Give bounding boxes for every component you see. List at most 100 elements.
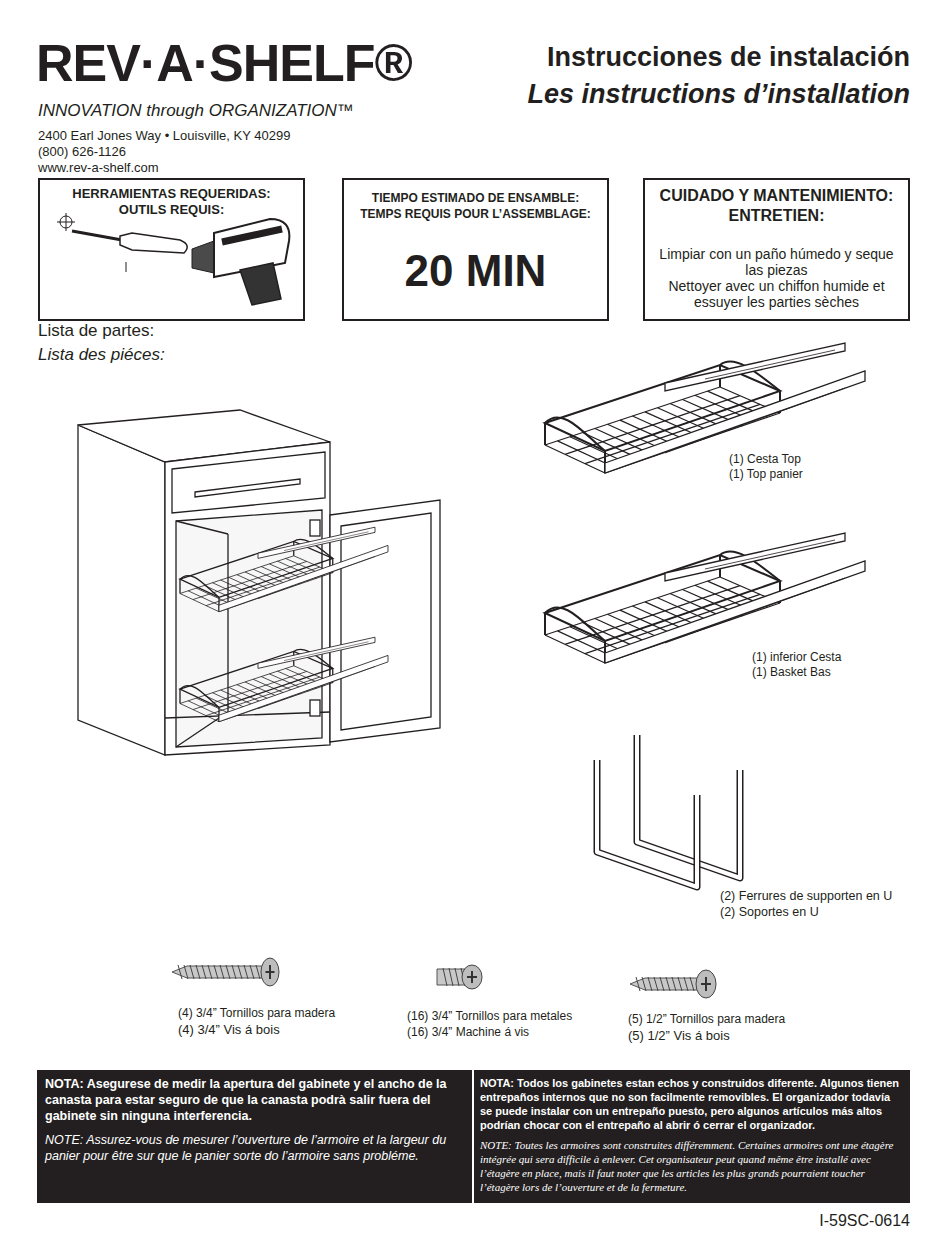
screw-thread [256, 965, 260, 979]
screw-thread [648, 977, 652, 991]
drill-stripe [222, 229, 282, 242]
node-text: Nettoyer avec un chiffon humide et essuy… [655, 278, 898, 310]
basket-slide [605, 371, 865, 473]
wire-basket [180, 527, 388, 612]
screw [630, 970, 716, 998]
screw-thread [184, 965, 188, 979]
screw-thread [220, 965, 224, 979]
screw-thread [654, 977, 658, 991]
document-number: I-59SC-0614 [819, 1212, 910, 1230]
screw-thread [678, 977, 682, 991]
screw-thread [684, 977, 688, 991]
screws [172, 958, 716, 998]
section-heading: Lista de partes: [38, 321, 154, 341]
part-name: (16) 3/4” Machine á vis [407, 1025, 529, 1039]
address: 2400 Earl Jones Way • Louisville, KY 402… [38, 128, 290, 143]
screw-thread [214, 965, 218, 979]
screw [172, 958, 279, 986]
part-name: (1) inferior Cesta [752, 650, 841, 664]
node-text: NOTE: Assurez-vous de mesurer l’ouvertur… [45, 1132, 464, 1164]
screw-head [462, 965, 482, 989]
drill-chuck [192, 241, 214, 273]
part-name: (1) Top panier [729, 467, 803, 481]
part-name: (16) 3/4” Tornillos para metales [407, 1009, 572, 1023]
screw-thread [672, 977, 676, 991]
screw-slot [705, 977, 707, 991]
basket-handle [180, 686, 219, 708]
screw-shaft [172, 966, 264, 978]
screwdriver [57, 213, 187, 272]
basket-rim [180, 542, 333, 598]
basket-post [544, 423, 546, 445]
basket-slide [219, 545, 388, 611]
slide-detail [284, 642, 369, 661]
screw-thread [449, 968, 453, 986]
power-drill [192, 219, 289, 305]
node-text: NOTA: Todos los gabinetes estan echos y … [480, 1076, 904, 1132]
node-text: Limpiar con un paño húmedo y seque las p… [655, 246, 898, 278]
basket-slide [258, 637, 375, 668]
screw-head [261, 958, 279, 986]
drawer-front [172, 452, 325, 513]
screw-head [696, 970, 716, 998]
phone: (800) 626-1126 [38, 144, 126, 159]
screw-thread [208, 965, 212, 979]
wire-basket [180, 637, 388, 722]
screw-shaft [437, 969, 465, 985]
u-bracket [637, 735, 740, 878]
part-name: (4) 3/4” Vis á bois [178, 1022, 280, 1037]
node-text: CUIDADO Y MANTENIMIENTO: [655, 186, 898, 206]
time-box: TIEMPO ESTIMADO DE ENSAMBLE:TEMPS REQUIS… [342, 178, 609, 321]
wire-basket [545, 533, 865, 663]
part-name: (2) Soportes en U [720, 905, 819, 919]
part-name: (2) Ferrures de supporten en U [720, 889, 892, 903]
screw-thread [196, 965, 200, 979]
hinge [310, 520, 320, 536]
basket-rim [180, 652, 333, 708]
basket-post [544, 613, 546, 635]
part-name: (5) 1/2” Tornillos para madera [628, 1012, 785, 1026]
basket-handle [545, 417, 605, 451]
slide-detail [258, 556, 375, 598]
basket-wire [206, 677, 320, 716]
tick [126, 262, 127, 272]
drawer-handle [195, 479, 300, 497]
screw-thread [244, 965, 248, 979]
basket-slide [665, 343, 845, 391]
screw-slot [471, 971, 473, 983]
basket-handle [180, 576, 219, 598]
screwdriver-handle [120, 233, 187, 253]
node-text: TIEMPO ESTIMADO DE ENSAMBLE: [348, 190, 603, 206]
note-band: NOTA: Todos los gabinetes estan echos y … [472, 1070, 910, 1203]
basket-wire [585, 594, 760, 653]
u-bracket [637, 735, 740, 878]
website: www.rev-a-shelf.com [38, 160, 159, 175]
care-box: CUIDADO Y MANTENIMIENTO:ENTRETIEN: Limpia… [643, 178, 910, 321]
screw-thread [636, 977, 640, 991]
slide-detail [665, 578, 845, 643]
door-panel [341, 513, 431, 730]
cabinet-interior [227, 534, 228, 712]
cabinet-side [78, 425, 165, 755]
basket-slide [258, 527, 375, 558]
wire-basket [545, 343, 865, 473]
phillips-symbol [66, 213, 67, 231]
hinge [310, 700, 320, 716]
screw-thread [455, 968, 459, 986]
u-brackets [597, 735, 740, 887]
page-title: Les instructions d’installation [527, 79, 910, 110]
page-title: Instrucciones de instalación [547, 42, 910, 73]
cabinet [78, 410, 440, 755]
brand-logo: REV·A·SHELF® [36, 33, 412, 93]
slide-detail [258, 666, 375, 708]
node-text: HERRAMIENTAS REQUERIDAS: [46, 186, 297, 202]
screw-shaft [630, 978, 698, 990]
screw-thread [238, 965, 242, 979]
basket-post [179, 689, 180, 703]
part-name: (1) Basket Bas [752, 665, 831, 679]
slide-detail [665, 388, 845, 453]
part-name: (1) Cesta Top [729, 452, 801, 466]
node-text: ENTRETIEN: [655, 206, 898, 226]
part-name: (5) 1/2” Vis á bois [628, 1028, 730, 1043]
